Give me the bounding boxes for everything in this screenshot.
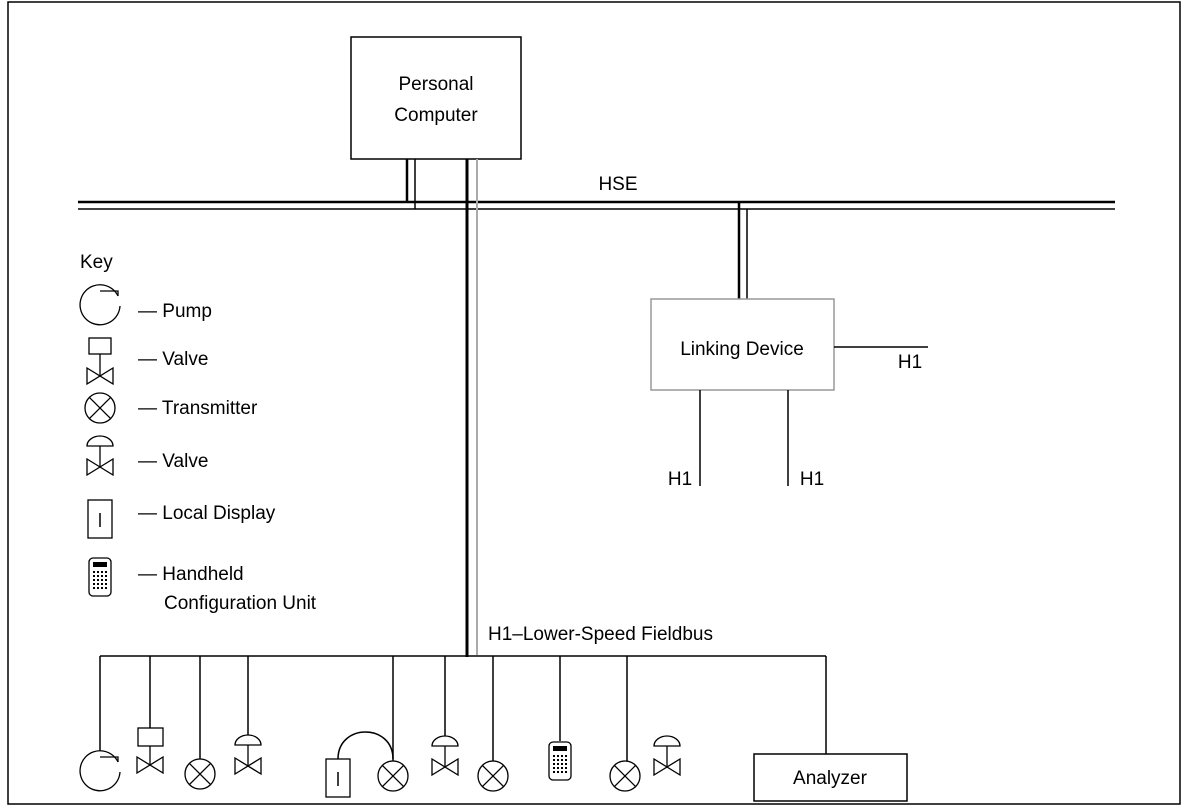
legend: Key — Pump — Valve — Transmitter — Valve… bbox=[79, 252, 317, 614]
outer-frame bbox=[7, 1, 1181, 805]
legend-valve-dome-icon bbox=[86, 435, 114, 476]
device-transmitter-icon[interactable] bbox=[184, 758, 216, 790]
device-pump-icon[interactable] bbox=[79, 750, 121, 792]
device-local-display-icon[interactable] bbox=[325, 758, 351, 798]
legend-local-display-label: — Local Display bbox=[138, 503, 276, 524]
device-valve-dome-icon[interactable] bbox=[653, 735, 681, 776]
legend-valve-1-label: — Valve bbox=[138, 349, 208, 370]
legend-valve-2-label: — Valve bbox=[138, 451, 208, 472]
linking-device-label: Linking Device bbox=[680, 339, 804, 360]
fieldbus-drops bbox=[99, 656, 827, 761]
legend-handheld-label-line2: Configuration Unit bbox=[164, 593, 317, 614]
legend-handheld-label-line1: — Handheld bbox=[138, 564, 244, 585]
h1-label-bottom-right: H1 bbox=[800, 469, 824, 490]
analyzer-box[interactable] bbox=[753, 753, 908, 802]
h1-fieldbus-label: H1–Lower-Speed Fieldbus bbox=[488, 624, 713, 645]
device-handheld-config-unit-icon[interactable] bbox=[548, 741, 572, 781]
device-transmitter-icon[interactable] bbox=[477, 760, 509, 792]
display-transmitter-link bbox=[337, 731, 394, 760]
device-transmitter-icon[interactable] bbox=[377, 760, 409, 792]
analyzer-label: Analyzer bbox=[793, 768, 868, 789]
h1-label-bottom-left: H1 bbox=[668, 469, 692, 490]
device-transmitter-icon[interactable] bbox=[609, 760, 641, 792]
personal-computer-box[interactable] bbox=[350, 36, 522, 160]
hse-label: HSE bbox=[598, 174, 637, 195]
personal-computer-label-line1: Personal bbox=[399, 74, 474, 95]
legend-handheld-icon bbox=[88, 557, 112, 597]
legend-transmitter-icon bbox=[84, 392, 116, 424]
linking-device-box[interactable] bbox=[650, 298, 835, 391]
legend-local-display-icon bbox=[87, 499, 113, 539]
legend-transmitter-label: — Transmitter bbox=[138, 398, 258, 419]
personal-computer-label-line2: Computer bbox=[394, 105, 478, 126]
device-valve-dome-icon[interactable] bbox=[234, 734, 262, 775]
legend-valve-box-icon bbox=[86, 337, 114, 385]
legend-pump-icon bbox=[79, 284, 121, 326]
h1-label-right: H1 bbox=[898, 352, 922, 373]
legend-title: Key bbox=[80, 252, 113, 273]
legend-pump-label: — Pump bbox=[138, 301, 212, 322]
device-valve-box-icon[interactable] bbox=[136, 727, 164, 774]
device-valve-dome-icon[interactable] bbox=[431, 735, 459, 776]
